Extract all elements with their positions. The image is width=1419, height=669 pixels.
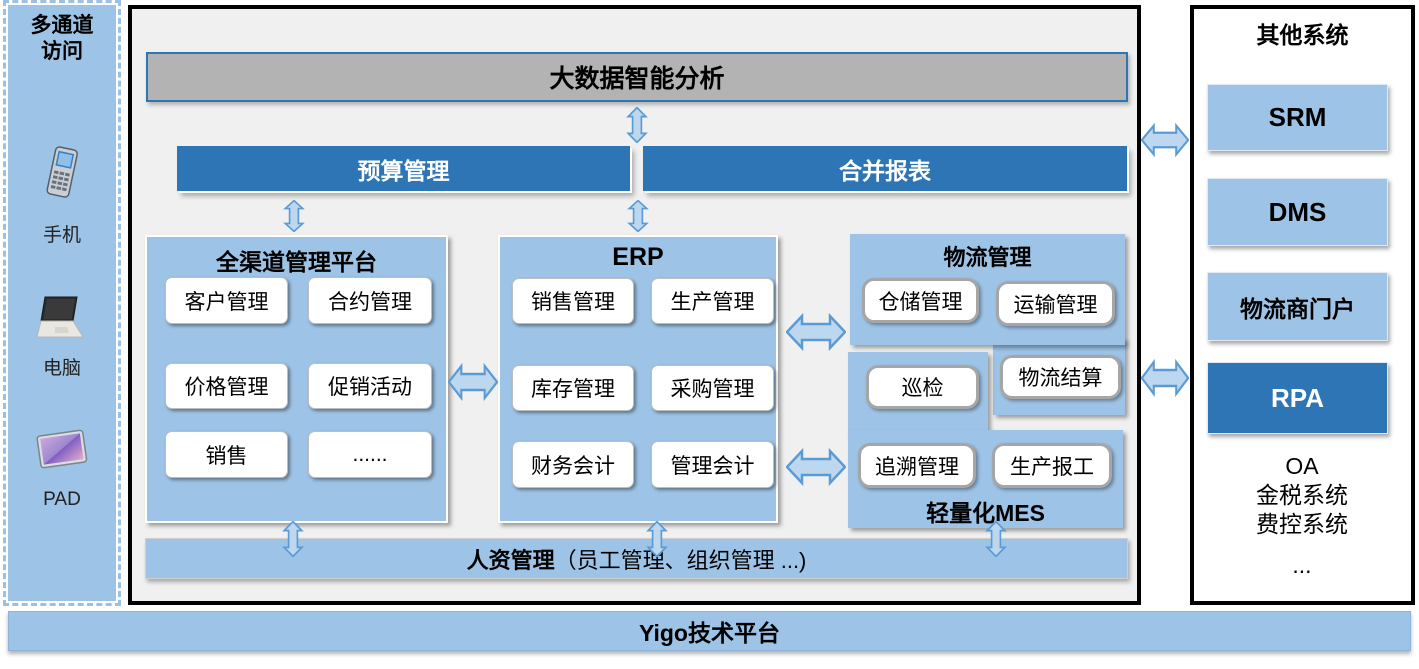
tablet-icon <box>8 425 116 475</box>
cell-sales-mgmt: 销售管理 <box>512 278 634 324</box>
mobile-phone-icon <box>8 145 116 201</box>
consolidated-reports-label: 合并报表 <box>839 157 931 184</box>
cell-procurement-mgmt: 采购管理 <box>651 365 774 411</box>
hr-management-bar: 人资管理 （员工管理、组织管理 ...) <box>145 538 1128 579</box>
big-data-analytics-bar: 大数据智能分析 <box>146 52 1128 102</box>
double-arrow-vertical-omni-icon <box>283 200 305 232</box>
logistics-title: 物流管理 <box>943 245 1032 270</box>
device-label-computer: 电脑 <box>42 358 81 379</box>
cell-inspection: 巡检 <box>866 365 979 409</box>
hr-management-detail: （员工管理、组织管理 ...) <box>554 547 807 573</box>
sidebar-title: 多通道 访问 <box>8 13 116 66</box>
cell-customer-mgmt: 客户管理 <box>165 277 288 324</box>
hr-management-label: 人资管理 <box>466 547 555 573</box>
double-arrow-vertical-erp-hr-icon <box>646 521 668 557</box>
consolidated-reports-bar: 合并报表 <box>643 146 1127 191</box>
laptop-icon <box>8 295 116 345</box>
budget-management-label: 预算管理 <box>357 157 450 184</box>
double-arrow-vertical-omni-hr-icon <box>282 521 304 557</box>
erp-title: ERP <box>612 243 664 271</box>
sidebar-title-line2: 访问 <box>41 40 83 64</box>
double-arrow-horizontal-main-other-mid-icon <box>1141 358 1189 398</box>
cell-financial-accounting: 财务会计 <box>512 441 634 488</box>
cell-more: ...... <box>308 431 432 478</box>
other-systems-title: 其他系统 <box>1256 22 1349 48</box>
multi-channel-sidebar: 多通道 访问 手机 <box>3 0 121 606</box>
cell-logistics-settlement: 物流结算 <box>1000 355 1121 399</box>
device-label-pad: PAD <box>43 489 81 510</box>
sidebar-title-line1: 多通道 <box>30 14 94 37</box>
plain-item-oa: OA <box>1285 453 1319 479</box>
cell-price-mgmt: 价格管理 <box>165 363 288 409</box>
dms-box: DMS <box>1207 178 1388 246</box>
cell-transport-mgmt: 运输管理 <box>996 281 1115 326</box>
plain-item-more: ... <box>1292 552 1312 578</box>
cell-sales: 销售 <box>165 431 288 478</box>
other-systems-plain-list: OA 金税系统 费控系统 ... <box>1190 452 1414 580</box>
double-arrow-horizontal-omni-erp-icon <box>448 362 498 402</box>
big-data-analytics-label: 大数据智能分析 <box>549 65 725 93</box>
cell-inventory-mgmt: 库存管理 <box>512 365 634 411</box>
plain-item-expense-control: 费控系统 <box>1256 511 1348 537</box>
device-label-phone: 手机 <box>42 225 81 246</box>
rpa-box: RPA <box>1207 362 1388 434</box>
omni-channel-title: 全渠道管理平台 <box>216 249 377 275</box>
yigo-platform-bar: Yigo技术平台 <box>8 611 1411 651</box>
double-arrow-vertical-erp-icon <box>627 200 649 232</box>
logistics-provider-portal-box: 物流商门户 <box>1207 272 1388 341</box>
yigo-platform-label: Yigo技术平台 <box>639 620 780 646</box>
cell-contract-mgmt: 合约管理 <box>308 277 432 324</box>
plain-item-golden-tax: 金税系统 <box>1256 482 1348 508</box>
cell-traceability-mgmt: 追溯管理 <box>858 443 976 488</box>
cell-promotion: 促销活动 <box>308 363 432 409</box>
double-arrow-horizontal-erp-logistics-icon <box>786 312 846 352</box>
double-arrow-horizontal-main-other-top-icon <box>1141 122 1189 158</box>
cell-production-reporting: 生产报工 <box>992 443 1112 488</box>
mes-title: 轻量化MES <box>926 500 1045 526</box>
cell-warehouse-mgmt: 仓储管理 <box>862 278 979 323</box>
double-arrow-horizontal-erp-mes-icon <box>786 447 846 487</box>
double-arrow-vertical-mes-hr-icon <box>985 521 1007 557</box>
double-arrow-vertical-analytics-icon <box>626 107 648 143</box>
cell-production-mgmt: 生产管理 <box>651 278 774 324</box>
cell-management-accounting: 管理会计 <box>651 441 774 488</box>
srm-box: SRM <box>1207 84 1388 151</box>
budget-management-bar: 预算管理 <box>177 146 630 191</box>
